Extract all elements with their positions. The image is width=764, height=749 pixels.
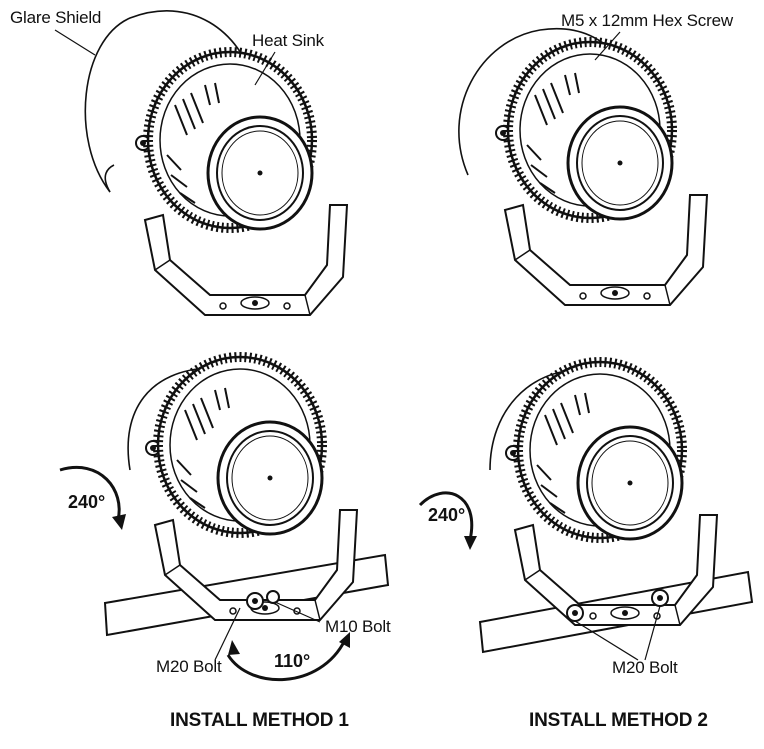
title-install-method-2: INSTALL METHOD 2	[529, 710, 708, 731]
fixture-method-1	[59, 357, 390, 682]
label-m20-bolt-method-2: M20 Bolt	[612, 658, 678, 677]
fixture-method-2	[418, 362, 754, 661]
label-glare-shield: Glare Shield	[10, 8, 102, 27]
label-m20-bolt-method-1: M20 Bolt	[156, 657, 222, 676]
title-install-method-1: INSTALL METHOD 1	[170, 710, 349, 731]
label-hex-screw: M5 x 12mm Hex Screw	[561, 11, 733, 30]
angle-rotate-method-1: 240°	[68, 492, 106, 512]
label-m10-bolt: M10 Bolt	[325, 617, 391, 636]
fixture-top-left	[54, 10, 347, 315]
angle-rotate-method-2: 240°	[428, 505, 466, 525]
angle-swivel-method-1: 110°	[274, 651, 311, 671]
fixture-top-right	[458, 28, 707, 305]
label-heat-sink: Heat Sink	[252, 31, 324, 50]
